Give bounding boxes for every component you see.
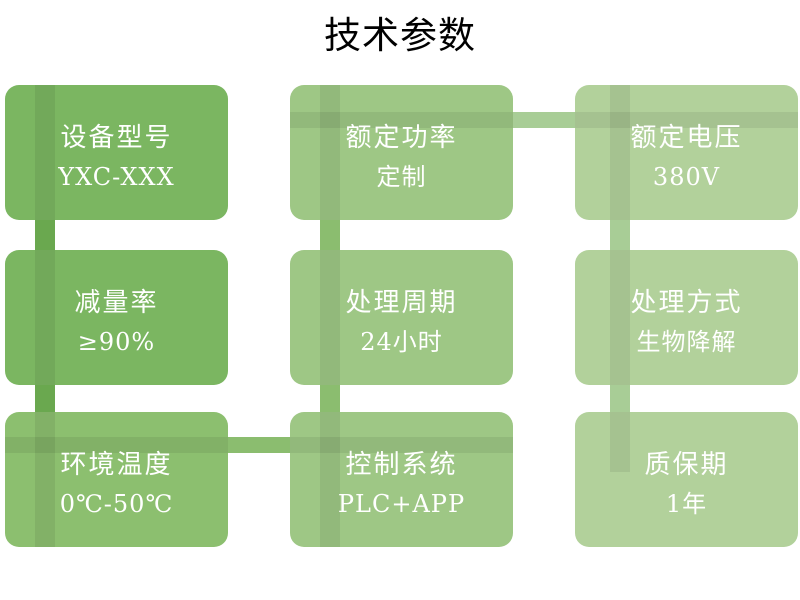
card-band-vertical — [320, 85, 340, 220]
card-value: 1年 — [665, 489, 708, 518]
card-label: 额定功率 — [345, 122, 458, 153]
card-value: 0℃-50℃ — [59, 489, 174, 518]
card-band-vertical — [320, 250, 340, 385]
card-rated-power[interactable]: 额定功率 定制 — [290, 85, 513, 220]
card-ambient-temperature[interactable]: 环境温度 0℃-50℃ — [5, 412, 228, 547]
card-label: 设备型号 — [60, 122, 173, 153]
card-value: 生物降解 — [636, 327, 737, 356]
card-band-vertical — [320, 412, 340, 547]
card-band-vertical — [35, 85, 55, 220]
card-label: 处理周期 — [345, 287, 458, 318]
page-title: 技术参数 — [324, 14, 476, 57]
card-label: 处理方式 — [630, 287, 743, 318]
card-band-horizontal — [290, 112, 513, 128]
card-label: 环境温度 — [60, 449, 173, 480]
card-band-horizontal — [290, 437, 513, 453]
card-band-horizontal — [5, 437, 228, 453]
card-label: 减量率 — [74, 287, 159, 318]
card-value: 定制 — [376, 162, 427, 191]
card-band-vertical — [35, 250, 55, 385]
card-control-system[interactable]: 控制系统 PLC+APP — [290, 412, 513, 547]
card-reduction-rate[interactable]: 减量率 ≥90% — [5, 250, 228, 385]
card-value: PLC+APP — [337, 489, 466, 518]
card-label: 质保期 — [644, 449, 729, 480]
card-band-vertical — [610, 412, 630, 472]
card-band-vertical — [610, 85, 630, 220]
card-treatment-cycle[interactable]: 处理周期 24小时 — [290, 250, 513, 385]
card-warranty-period[interactable]: 质保期 1年 — [575, 412, 798, 547]
card-label: 额定电压 — [630, 122, 743, 153]
card-value: YXC-XXX — [58, 162, 175, 191]
card-value: 24小时 — [360, 327, 443, 356]
card-value: 380V — [652, 162, 721, 191]
card-band-horizontal — [575, 112, 798, 128]
card-device-model[interactable]: 设备型号 YXC-XXX — [5, 85, 228, 220]
card-label: 控制系统 — [345, 449, 458, 480]
card-value: ≥90% — [77, 327, 156, 356]
card-treatment-method[interactable]: 处理方式 生物降解 — [575, 250, 798, 385]
card-band-vertical — [35, 412, 55, 547]
card-rated-voltage[interactable]: 额定电压 380V — [575, 85, 798, 220]
card-band-vertical — [610, 250, 630, 385]
